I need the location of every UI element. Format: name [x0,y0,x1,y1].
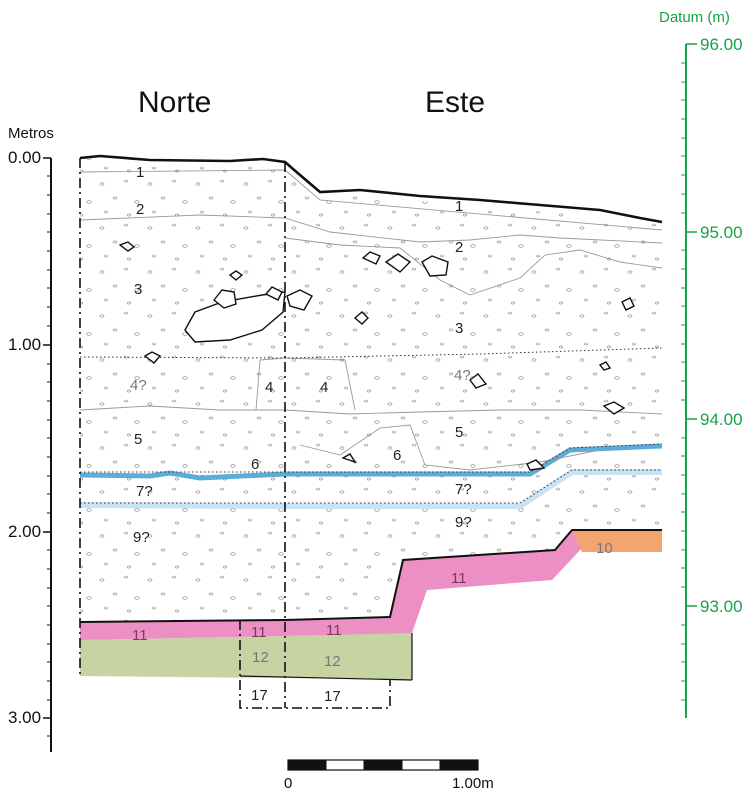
depth-tick-label: 1.00 [8,335,41,354]
layer-label-11: 11 [451,570,467,587]
layer-label-17: 17 [251,687,268,704]
layer-label-5: 5 [134,431,142,448]
stone [228,270,244,281]
layer-label-2: 2 [136,201,144,218]
datum-tick-label: 93.00 [700,597,743,616]
layer-10-fill [572,530,662,552]
datum-axis-title: Datum (m) [659,9,730,26]
depth-tick-label: 3.00 [8,708,41,727]
layer-label-1: 1 [455,198,463,215]
scale-bar-start-label: 0 [284,775,292,792]
stone [384,253,412,273]
depth-tick-label: 2.00 [8,522,41,541]
stone [213,289,237,309]
excavation-boundaries [79,158,662,709]
colored-layers [79,443,663,680]
stone [353,311,369,325]
layer-label-5: 5 [455,424,463,441]
layer-boundaries [79,169,663,471]
stone [598,361,612,371]
layer-label-6: 6 [393,447,401,464]
stones [118,241,635,471]
layer-label-12: 12 [324,653,341,670]
layer-12-fill [80,633,412,680]
layer-label-17: 17 [324,688,341,705]
stone [469,373,488,389]
stone [361,251,381,265]
stone [143,351,162,364]
east-wall-title: Este [425,86,485,119]
layer-label-4q: 4? [130,377,147,394]
layer-label-9q: 9? [455,514,472,531]
stone [621,297,635,311]
layer-11-fill [80,530,662,640]
stone [286,289,313,311]
layer-label-9q: 9? [133,529,150,546]
layer-label-11: 11 [326,622,342,639]
layer-labels: 1 2 3 4? 4 5 6 7? 9? 11 11 12 17 1 2 3 4… [130,164,613,705]
depth-tick-label: 0.00 [8,148,41,167]
layer-label-7q: 7? [136,483,153,500]
layer-label-11: 11 [132,627,148,644]
stone [118,241,136,252]
layer-label-6: 6 [251,456,259,473]
datum-tick-label: 94.00 [700,410,743,429]
layer-label-12: 12 [252,649,269,666]
stone [602,401,626,415]
layer-label-10: 10 [596,540,613,557]
stone [341,453,357,464]
depth-axis-title: Metros [8,125,54,142]
ground-surface-line [79,154,663,224]
large-stone [184,291,286,343]
layer-label-4: 4 [265,379,273,396]
layer-label-3: 3 [134,281,142,298]
layer-label-2: 2 [455,239,463,256]
layer-label-1: 1 [136,164,144,181]
datum-axis: Datum (m) 96.00 95.00 94.00 93.00 [659,9,743,718]
dotted-boundaries [79,347,663,504]
scale-bar: 0 1.00m [284,759,494,792]
scale-bar-end-label: 1.00m [452,775,494,792]
layer-label-4q: 4? [454,367,471,384]
layer-7-band [79,469,662,509]
layer-label-3: 3 [455,320,463,337]
layer-label-4: 4 [320,379,328,396]
layer-6-band [79,443,663,481]
stone [421,255,449,277]
datum-tick-label: 95.00 [700,223,743,242]
stone [264,286,283,301]
north-wall-title: Norte [138,86,211,119]
depth-axis: Metros 0.00 1.00 2.00 3.00 [8,125,54,752]
datum-tick-label: 96.00 [700,35,743,54]
layer-label-11: 11 [251,624,267,641]
layer-label-7q: 7? [455,481,472,498]
stone [526,459,546,471]
